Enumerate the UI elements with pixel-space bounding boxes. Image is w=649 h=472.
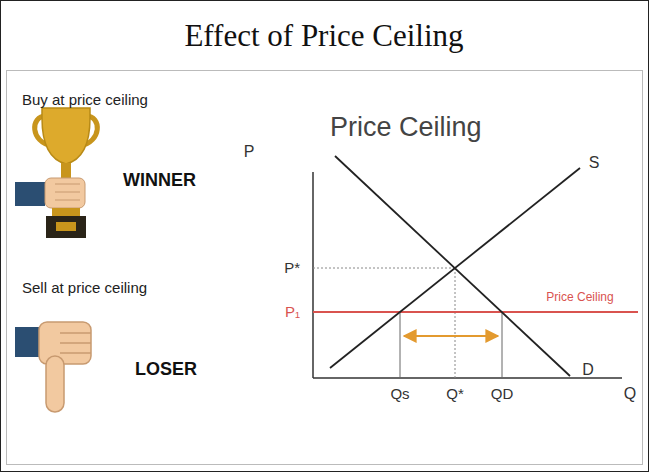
price-ceiling-line — [313, 311, 638, 313]
q-axis — [313, 377, 622, 379]
caption-text: Buy at price ceiling — [22, 92, 148, 109]
p-axis — [312, 172, 314, 378]
qd-guide — [502, 312, 503, 378]
curve-label: S — [589, 154, 600, 172]
q-star-guide — [455, 268, 456, 378]
p-star-guide — [313, 268, 455, 269]
axis-label: Q — [624, 385, 636, 403]
price-label: P₁ — [285, 304, 300, 321]
price-label: P* — [284, 260, 300, 277]
caption-text: Sell at price ceiling — [22, 280, 147, 297]
content-panel — [7, 71, 643, 465]
axis-label: P — [244, 143, 255, 161]
loser-label: LOSER — [135, 360, 197, 380]
quantity-label: QD — [491, 386, 514, 403]
quantity-label: Q* — [446, 386, 464, 403]
page-title: Effect of Price Ceiling — [184, 19, 463, 53]
trophy-icon — [15, 108, 97, 238]
shortage-arrow — [404, 335, 498, 337]
winner-label: WINNER — [123, 171, 196, 191]
curve-label: D — [582, 361, 594, 379]
demand-curve — [335, 156, 570, 376]
ceiling-label: Price Ceiling — [546, 291, 613, 304]
quantity-label: Qs — [390, 386, 409, 403]
chart-heading: Price Ceiling — [330, 113, 482, 143]
thumbs-down-icon — [15, 322, 91, 412]
qs-guide — [400, 312, 401, 378]
